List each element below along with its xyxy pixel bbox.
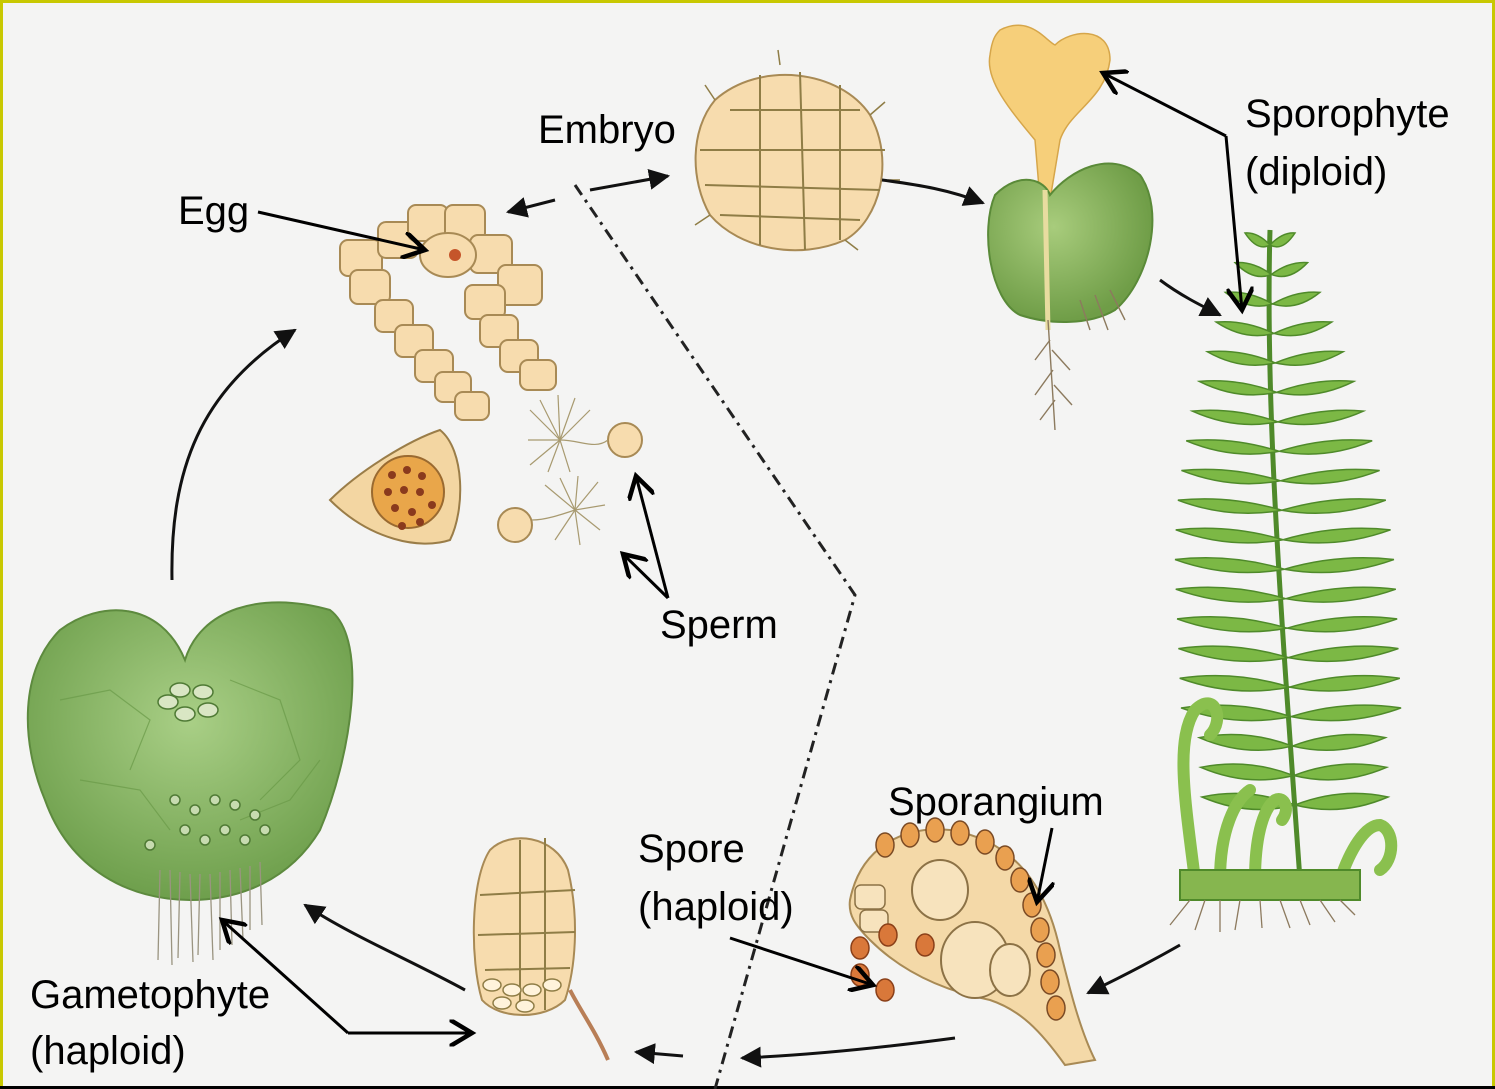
embryo-label: Embryo bbox=[538, 108, 676, 152]
fern-pinna bbox=[1199, 381, 1276, 395]
fern-pinna bbox=[1175, 558, 1284, 573]
embryo-illustration bbox=[695, 50, 900, 250]
fern-pinna bbox=[1294, 764, 1387, 780]
mature-fern-illustration bbox=[1170, 230, 1401, 932]
fern-pinna bbox=[1271, 263, 1307, 277]
fern-pinna bbox=[1292, 735, 1385, 751]
fern-pinna bbox=[1284, 558, 1393, 573]
antheridium-illustration bbox=[330, 430, 460, 544]
fern-pinna bbox=[1281, 469, 1380, 483]
fern-pinna bbox=[1201, 764, 1294, 780]
fern-pinna bbox=[1216, 322, 1274, 336]
fern-pinna bbox=[1274, 322, 1332, 336]
sporophyte-ploidy-label: (diploid) bbox=[1245, 150, 1387, 194]
fern-pinna bbox=[1279, 440, 1372, 454]
fern-pinna bbox=[1286, 587, 1396, 602]
sperm-cells-illustration bbox=[498, 395, 642, 545]
sperm-label: Sperm bbox=[660, 603, 778, 647]
fern-pinna bbox=[1177, 617, 1287, 632]
fern-pinna bbox=[1180, 676, 1290, 691]
fern-pinna bbox=[1181, 469, 1280, 483]
fern-pinna bbox=[1295, 793, 1388, 809]
fern-pinna bbox=[1192, 410, 1278, 424]
fern-pinna bbox=[1273, 292, 1320, 306]
fern-pinna bbox=[1225, 292, 1272, 306]
fern-pinna bbox=[1287, 617, 1397, 632]
fern-pinna bbox=[1176, 528, 1283, 543]
fern-pinna bbox=[1235, 263, 1271, 277]
germinating-spore-illustration bbox=[474, 838, 608, 1060]
fern-pinna bbox=[1207, 351, 1275, 365]
fern-pinna bbox=[1288, 646, 1398, 661]
sporophyte-label: Sporophyte bbox=[1245, 92, 1450, 136]
spore-label: Spore bbox=[638, 827, 745, 871]
fern-pinna bbox=[1178, 646, 1288, 661]
gametophyte-ploidy-label: (haploid) bbox=[30, 1029, 186, 1073]
sporangium-label: Sporangium bbox=[888, 780, 1104, 824]
fern-pinna bbox=[1282, 499, 1386, 513]
spore-ploidy-label: (haploid) bbox=[638, 885, 794, 929]
fern-pinna bbox=[1270, 233, 1295, 247]
gametophyte-thallus-illustration bbox=[28, 602, 353, 965]
fern-pinna bbox=[1283, 528, 1390, 543]
fern-pinna bbox=[1290, 676, 1400, 691]
fern-pinna bbox=[1186, 440, 1279, 454]
gametophyte-label: Gametophyte bbox=[30, 973, 270, 1017]
fern-pinna bbox=[1277, 381, 1354, 395]
fern-pinna bbox=[1245, 233, 1270, 247]
egg-label: Egg bbox=[178, 189, 249, 233]
fern-pinna bbox=[1275, 351, 1343, 365]
fern-pinna bbox=[1278, 410, 1364, 424]
fern-pinna bbox=[1291, 705, 1401, 721]
fern-pinna bbox=[1178, 499, 1282, 513]
fern-pinna bbox=[1176, 587, 1286, 602]
